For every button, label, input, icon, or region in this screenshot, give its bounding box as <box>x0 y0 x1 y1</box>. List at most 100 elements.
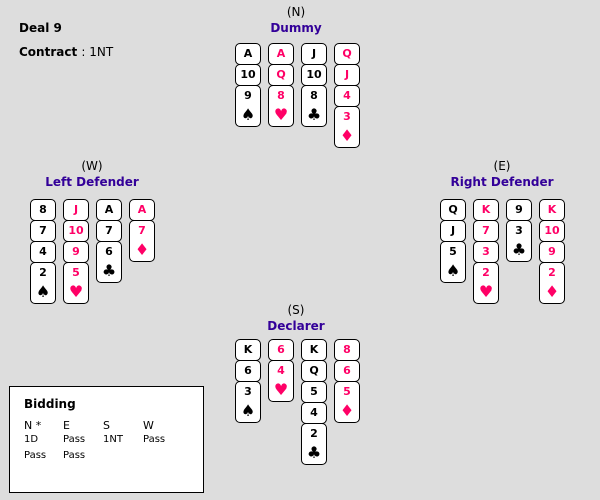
seat-name: Declarer <box>267 319 325 333</box>
card-north-club-10[interactable]: 10 <box>301 64 327 86</box>
card-south-club-5[interactable]: 5 <box>301 381 327 403</box>
card-west-club-7[interactable]: 7 <box>96 220 122 242</box>
card-rank: 10 <box>68 224 84 237</box>
card-south-diamond-5[interactable]: 5♦ <box>334 381 360 423</box>
card-south-club-2[interactable]: 2♣ <box>301 423 327 465</box>
club-icon: ♣ <box>511 240 527 259</box>
spade-icon: ♠ <box>35 282 51 301</box>
card-rank: 2 <box>482 266 490 279</box>
card-west-spade-8[interactable]: 8 <box>30 199 56 221</box>
card-north-diamond-Q[interactable]: Q <box>334 43 360 65</box>
card-west-heart-10[interactable]: 10 <box>63 220 89 242</box>
card-south-spade-6[interactable]: 6 <box>235 360 261 382</box>
card-rank: 7 <box>482 224 490 237</box>
card-rank: 10 <box>544 224 560 237</box>
card-rank: 6 <box>277 343 285 356</box>
card-east-heart-2[interactable]: 2♥ <box>473 262 499 304</box>
seat-west: (W) Left Defender <box>12 159 172 189</box>
card-north-spade-9[interactable]: 9♠ <box>235 85 261 127</box>
card-rank: 2 <box>310 427 318 440</box>
card-south-spade-3[interactable]: 3♠ <box>235 381 261 423</box>
card-rank: 4 <box>310 406 318 419</box>
card-rank: 5 <box>449 245 457 258</box>
card-rank: 8 <box>343 343 351 356</box>
card-east-heart-K[interactable]: K <box>473 199 499 221</box>
seat-position: (S) <box>287 303 305 317</box>
card-west-club-A[interactable]: A <box>96 199 122 221</box>
card-rank: 4 <box>343 89 351 102</box>
card-east-spade-Q[interactable]: Q <box>440 199 466 221</box>
seat-east: (E) Right Defender <box>422 159 582 189</box>
card-east-heart-7[interactable]: 7 <box>473 220 499 242</box>
card-west-heart-9[interactable]: 9 <box>63 241 89 263</box>
card-east-club-3[interactable]: 3♣ <box>506 220 532 262</box>
card-south-heart-4[interactable]: 4♥ <box>268 360 294 402</box>
spade-icon: ♠ <box>445 261 461 280</box>
card-south-heart-6[interactable]: 6 <box>268 339 294 361</box>
bidding-header: S <box>103 419 110 432</box>
card-north-spade-A[interactable]: A <box>235 43 261 65</box>
card-rank: 7 <box>138 224 146 237</box>
card-west-diamond-A[interactable]: A <box>129 199 155 221</box>
seat-position: (N) <box>286 5 306 19</box>
bid-cell: Pass <box>63 434 86 445</box>
bidding-header: W <box>143 419 154 432</box>
card-east-spade-5[interactable]: 5♠ <box>440 241 466 283</box>
bidding-title: Bidding <box>24 397 76 411</box>
card-rank: Q <box>342 47 352 60</box>
seat-south: (S) Declarer <box>216 303 376 333</box>
card-rank: 8 <box>310 89 318 102</box>
card-south-club-K[interactable]: K <box>301 339 327 361</box>
card-west-spade-7[interactable]: 7 <box>30 220 56 242</box>
card-east-diamond-10[interactable]: 10 <box>539 220 565 242</box>
card-north-club-8[interactable]: 8♣ <box>301 85 327 127</box>
card-rank: 7 <box>105 224 113 237</box>
card-rank: K <box>547 203 557 216</box>
diamond-icon: ♦ <box>339 126 355 145</box>
card-north-diamond-3[interactable]: 3♦ <box>334 106 360 148</box>
card-rank: 9 <box>515 203 523 216</box>
card-north-diamond-4[interactable]: 4 <box>334 85 360 107</box>
card-north-heart-A[interactable]: A <box>268 43 294 65</box>
diamond-icon: ♦ <box>339 401 355 420</box>
card-rank: 5 <box>343 385 351 398</box>
bid-cell: Pass <box>63 450 86 461</box>
card-rank: 10 <box>240 68 256 81</box>
card-west-diamond-7[interactable]: 7♦ <box>129 220 155 262</box>
contract-value: : 1NT <box>81 45 114 59</box>
card-south-club-4[interactable]: 4 <box>301 402 327 424</box>
bid-cell: Pass <box>143 434 166 445</box>
card-north-heart-Q[interactable]: Q <box>268 64 294 86</box>
card-rank: 7 <box>39 224 47 237</box>
deal-label: Deal 9 <box>19 21 62 35</box>
heart-icon: ♥ <box>68 282 84 301</box>
card-east-diamond-2[interactable]: 2♦ <box>539 262 565 304</box>
card-north-club-J[interactable]: J <box>301 43 327 65</box>
card-north-spade-10[interactable]: 10 <box>235 64 261 86</box>
card-south-spade-K[interactable]: K <box>235 339 261 361</box>
seat-north: (N) Dummy <box>216 5 376 35</box>
card-rank: 3 <box>482 245 490 258</box>
card-north-heart-8[interactable]: 8♥ <box>268 85 294 127</box>
card-east-diamond-9[interactable]: 9 <box>539 241 565 263</box>
card-south-diamond-8[interactable]: 8 <box>334 339 360 361</box>
card-rank: 4 <box>39 245 47 258</box>
card-west-spade-2[interactable]: 2♠ <box>30 262 56 304</box>
card-south-diamond-6[interactable]: 6 <box>334 360 360 382</box>
card-east-club-9[interactable]: 9 <box>506 199 532 221</box>
card-north-diamond-J[interactable]: J <box>334 64 360 86</box>
card-south-club-Q[interactable]: Q <box>301 360 327 382</box>
card-rank: Q <box>309 364 319 377</box>
card-rank: K <box>481 203 491 216</box>
card-west-club-6[interactable]: 6♣ <box>96 241 122 283</box>
card-rank: 9 <box>548 245 556 258</box>
card-west-heart-J[interactable]: J <box>63 199 89 221</box>
card-west-spade-4[interactable]: 4 <box>30 241 56 263</box>
card-east-spade-J[interactable]: J <box>440 220 466 242</box>
card-east-diamond-K[interactable]: K <box>539 199 565 221</box>
card-west-heart-5[interactable]: 5♥ <box>63 262 89 304</box>
card-rank: Q <box>276 68 286 81</box>
card-east-heart-3[interactable]: 3 <box>473 241 499 263</box>
card-rank: Q <box>448 203 458 216</box>
